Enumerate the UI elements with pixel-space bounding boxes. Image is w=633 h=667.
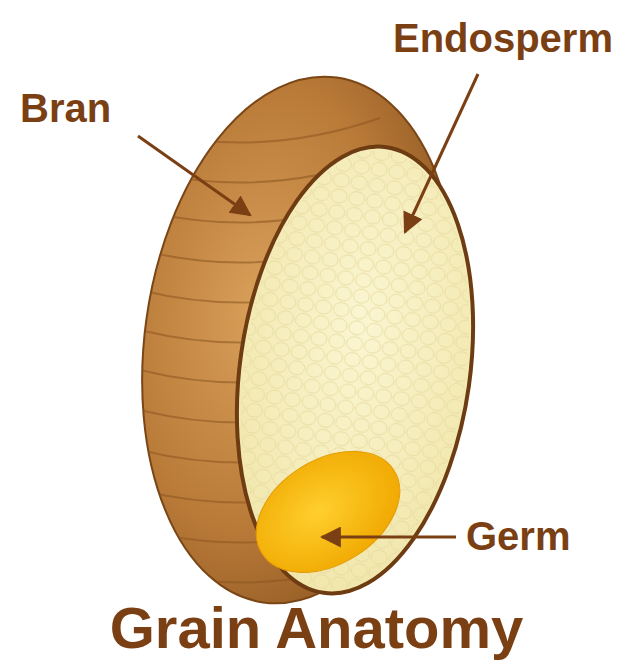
endosperm-cells <box>214 136 495 605</box>
part-label: Endosperm <box>393 16 613 60</box>
leader-line <box>138 136 250 215</box>
part-label: Germ <box>466 514 571 558</box>
part-label: Bran <box>20 86 111 130</box>
leader-line <box>405 74 478 232</box>
diagram-title: Grain Anatomy <box>0 596 633 660</box>
germ <box>234 427 421 598</box>
title-text: Grain Anatomy <box>110 595 524 660</box>
leader-line <box>322 536 456 539</box>
endosperm-face <box>210 131 500 609</box>
